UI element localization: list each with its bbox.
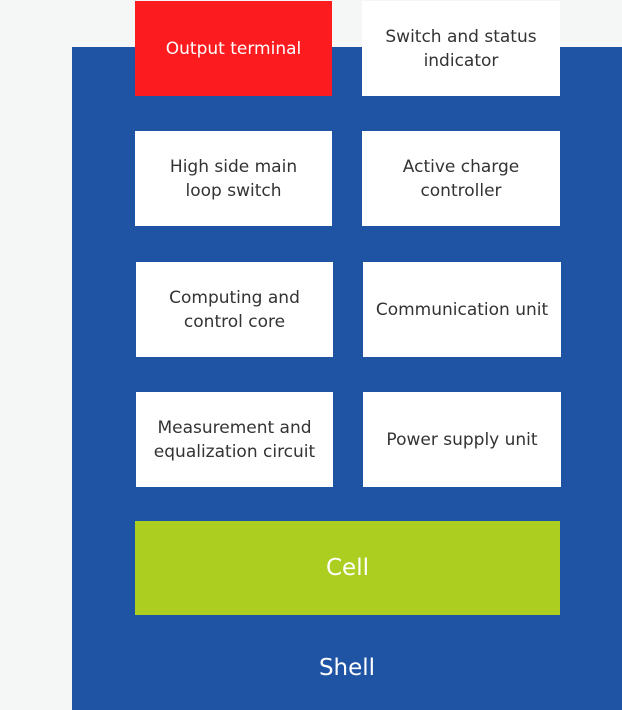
- measurement-equalization-circuit-label-line: equalization circuit: [153, 441, 316, 462]
- high-side-main-loop-switch-label-line: High side main: [169, 156, 298, 177]
- active-charge-controller-label: Active charge controller: [403, 155, 519, 203]
- power-supply-unit-label: Power supply unit: [386, 428, 537, 452]
- communication-unit-box: Communication unit: [363, 262, 561, 357]
- measurement-equalization-circuit-label: Measurement and equalization circuit: [154, 416, 315, 464]
- communication-unit-label-line: Communication unit: [375, 299, 549, 320]
- cell-label: Cell: [326, 555, 369, 581]
- communication-unit-label: Communication unit: [376, 298, 548, 322]
- measurement-equalization-circuit-box: Measurement and equalization circuit: [136, 392, 333, 487]
- active-charge-controller-label-line: Active charge: [402, 156, 520, 177]
- output-terminal-label-line: Output terminal: [165, 38, 302, 59]
- computing-control-core-label: Computing and control core: [169, 286, 300, 334]
- high-side-main-loop-switch-label: High side main loop switch: [170, 155, 297, 203]
- output-terminal-label: Output terminal: [166, 37, 301, 61]
- switch-status-indicator-box: Switch and status indicator: [362, 1, 560, 96]
- cell-block: Cell: [135, 521, 560, 615]
- output-terminal-box: Output terminal: [135, 1, 332, 96]
- switch-status-indicator-label: Switch and status indicator: [385, 25, 536, 73]
- active-charge-controller-label-line: controller: [420, 180, 502, 201]
- measurement-equalization-circuit-label-line: Measurement and: [157, 417, 312, 438]
- active-charge-controller-box: Active charge controller: [362, 131, 560, 226]
- switch-status-indicator-label-line: Switch and status: [385, 26, 537, 47]
- power-supply-unit-label-line: Power supply unit: [386, 429, 538, 450]
- shell-label: Shell: [318, 655, 376, 681]
- computing-control-core-box: Computing and control core: [136, 262, 333, 357]
- computing-control-core-label-line: Computing and: [169, 287, 300, 308]
- power-supply-unit-box: Power supply unit: [363, 392, 561, 487]
- high-side-main-loop-switch-box: High side main loop switch: [135, 131, 332, 226]
- high-side-main-loop-switch-label-line: loop switch: [185, 180, 282, 201]
- computing-control-core-label-line: control core: [183, 311, 286, 332]
- switch-status-indicator-label-line: indicator: [423, 50, 499, 71]
